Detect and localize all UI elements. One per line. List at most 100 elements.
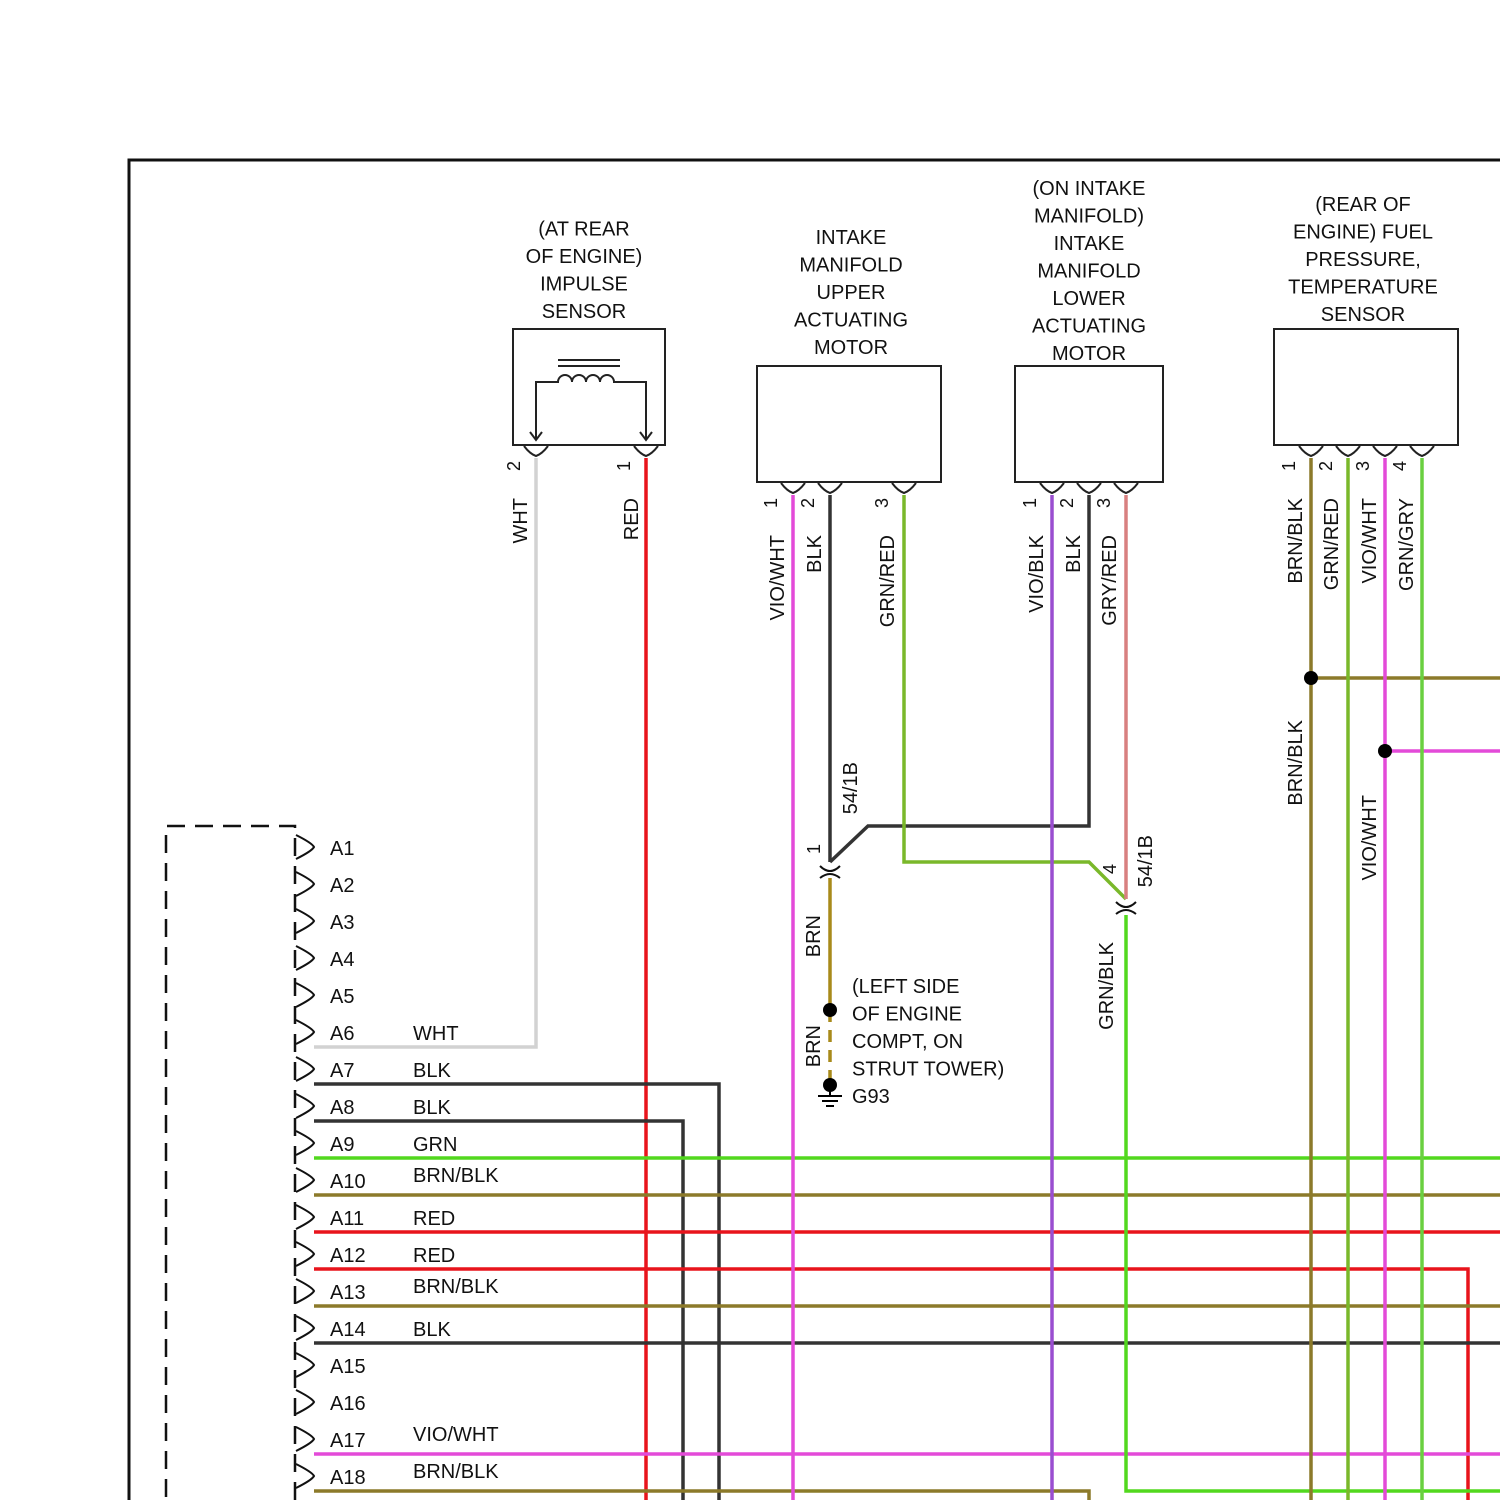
wire-label: BRN/BLK — [1285, 497, 1307, 583]
upper-motor-title: MANIFOLD — [799, 255, 902, 277]
lower-motor-box — [1015, 366, 1163, 482]
ecm-wire-label: RED — [413, 1208, 455, 1230]
ecm-wire-label: RED — [413, 1245, 455, 1267]
ecm-pin-a15: A15 — [330, 1356, 366, 1378]
wire-label: VIO/WHT — [1359, 795, 1381, 881]
ecm-pin-hook — [296, 1205, 314, 1229]
ecm-pin-hook — [296, 1427, 314, 1451]
ecm-pin-hook — [296, 1390, 314, 1414]
ground-description: OF ENGINE — [852, 1004, 962, 1026]
ecm-wire-label: WHT — [413, 1023, 459, 1045]
ecm-pin-a7: A7 — [330, 1060, 354, 1082]
ecm-outline — [166, 826, 295, 1500]
ecm-wire-label: VIO/WHT — [413, 1424, 499, 1446]
ecm-pin-a17: A17 — [330, 1430, 366, 1452]
wire-label: BRN — [803, 1025, 825, 1067]
upper-motor-title: UPPER — [817, 282, 886, 304]
connector-tab — [818, 483, 842, 493]
lower-motor-title: (ON INTAKE — [1033, 178, 1146, 200]
ecm-pin-a4: A4 — [330, 949, 354, 971]
ground-dot — [823, 1078, 837, 1092]
wire-label: GRY/RED — [1099, 535, 1121, 626]
impulse-sensor-title: OF ENGINE) — [526, 246, 643, 268]
ecm-pin-hook — [296, 1057, 314, 1081]
wire-blk-a7 — [314, 1084, 719, 1500]
pin-number: 3 — [1094, 498, 1114, 508]
pin-number: 1 — [614, 461, 634, 471]
ecm-pin-hook — [296, 1279, 314, 1303]
connector-tab — [1299, 446, 1323, 456]
lower-motor-title: INTAKE — [1054, 233, 1125, 255]
connector-tab — [781, 483, 805, 493]
wire-label: GRN/GRY — [1396, 498, 1418, 591]
pin-number: 3 — [1353, 461, 1373, 471]
connector-tab — [1077, 483, 1101, 493]
ecm-pin-hook — [296, 872, 314, 896]
wire-brnblk-a18 — [314, 1491, 1089, 1500]
ecm-pin-hook — [296, 983, 314, 1007]
ecm-pin-a10: A10 — [330, 1171, 366, 1193]
ecm-pin-hook — [296, 1316, 314, 1340]
wire-label: VIO/WHT — [1359, 498, 1381, 584]
connector-tab — [1114, 483, 1138, 493]
upper-motor-title: INTAKE — [816, 227, 887, 249]
ground-icon — [818, 1090, 842, 1106]
ecm-pin-a6: A6 — [330, 1023, 354, 1045]
lower-motor-title: MOTOR — [1052, 343, 1126, 365]
ecm-wire-label: GRN — [413, 1134, 457, 1156]
connector-tab — [892, 483, 916, 493]
ground-description: STRUT TOWER) — [852, 1059, 1004, 1081]
pin-number: 1 — [761, 498, 781, 508]
ecm-pin-a14: A14 — [330, 1319, 366, 1341]
wire-grnred-upper — [904, 495, 1126, 899]
ecm-pin-hook — [296, 946, 314, 970]
pin-number: 1 — [1279, 461, 1299, 471]
fuel-sensor-title: (REAR OF — [1315, 194, 1411, 216]
ecm-pin-hook — [296, 1020, 314, 1044]
ecm-pin-a13: A13 — [330, 1282, 366, 1304]
ecm-pin-hook — [296, 835, 314, 859]
connector-id: 54/1B — [840, 762, 862, 814]
ecm-wire-label: BLK — [413, 1097, 451, 1119]
connector-tab — [1040, 483, 1064, 493]
splice-dot-viowht — [1378, 744, 1392, 758]
impulse-sensor-title: SENSOR — [542, 301, 626, 323]
connector-tab — [1336, 446, 1360, 456]
ecm-pin-hook — [296, 1168, 314, 1192]
fuel-sensor-box — [1274, 329, 1458, 445]
splice-dot-brn — [823, 1003, 837, 1017]
ecm-pin-a12: A12 — [330, 1245, 366, 1267]
wire-grnblk — [1126, 915, 1500, 1491]
ecm-wire-label: BLK — [413, 1319, 451, 1341]
upper-motor-title: ACTUATING — [794, 310, 908, 332]
connector-tab — [634, 446, 658, 456]
wire-label: GRN/BLK — [1096, 941, 1118, 1029]
wire-label: WHT — [510, 498, 532, 544]
connector-tab — [524, 446, 548, 456]
fuel-sensor-title: ENGINE) FUEL — [1293, 222, 1433, 244]
wire-label: BLK — [804, 534, 826, 572]
pin-number: 2 — [798, 498, 818, 508]
upper-motor-title: MOTOR — [814, 337, 888, 359]
splice-dot-brnblk — [1304, 671, 1318, 685]
ecm-pin-a3: A3 — [330, 912, 354, 934]
pin-number: 4 — [1390, 461, 1410, 471]
ground-id: G93 — [852, 1086, 890, 1108]
connector-tab — [1410, 446, 1434, 456]
ecm-pin-hook — [296, 1353, 314, 1377]
ecm-pin-a16: A16 — [330, 1393, 366, 1415]
wire-label: BRN/BLK — [1285, 719, 1307, 805]
ecm-pin-hooks — [296, 835, 314, 1488]
splice-pin: 1 — [804, 844, 824, 854]
wire-label: BLK — [1063, 534, 1085, 572]
ecm-pin-a11: A11 — [330, 1208, 364, 1230]
lower-motor-title: MANIFOLD) — [1034, 206, 1144, 228]
wire-label: GRN/RED — [1321, 498, 1343, 590]
upper-motor-box — [757, 366, 941, 482]
fuel-sensor-title: PRESSURE, — [1305, 249, 1421, 271]
wire-label: BRN — [803, 915, 825, 957]
wire-label: VIO/WHT — [767, 535, 789, 621]
fuel-sensor-title: TEMPERATURE — [1288, 277, 1438, 299]
ecm-wire-label: BRN/BLK — [413, 1461, 499, 1483]
ecm-pin-hook — [296, 1242, 314, 1266]
